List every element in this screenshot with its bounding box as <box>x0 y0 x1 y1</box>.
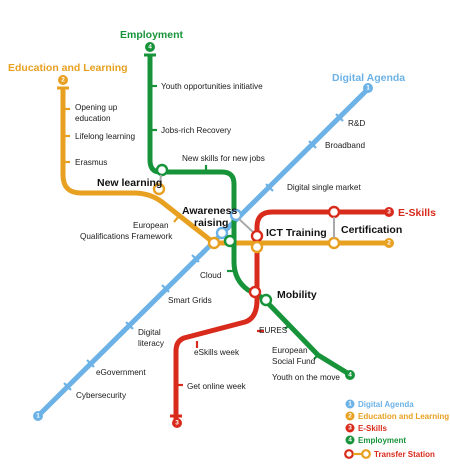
education-number-badge-right: 2 <box>384 238 394 248</box>
legend-item-education: 2 Education and Learning <box>345 411 449 421</box>
digital-number-badge-bottom: 1 <box>33 411 43 421</box>
station-digital-single-market: Digital single market <box>287 183 361 192</box>
employment-line <box>147 55 351 377</box>
svg-text:3: 3 <box>175 420 179 427</box>
station-cybersecurity: Cybersecurity <box>76 391 127 400</box>
station-social-fund-line1: European <box>272 346 308 355</box>
svg-text:1: 1 <box>366 85 370 92</box>
svg-text:3: 3 <box>348 425 352 432</box>
station-lifelong-learning: Lifelong learning <box>75 132 136 141</box>
station-awareness-line1: Awareness <box>182 205 237 217</box>
svg-text:Education and Learning: Education and Learning <box>358 412 449 421</box>
station-youth-opportunities: Youth opportunities initiative <box>161 82 263 91</box>
station-rd: R&D <box>348 119 365 128</box>
station-opening-up-line2: education <box>75 114 111 123</box>
legend-item-transfer-station: Transfer Station <box>344 449 435 459</box>
svg-text:Transfer Station: Transfer Station <box>374 450 435 459</box>
legend: 1 Digital Agenda 2 Education and Learnin… <box>344 399 449 459</box>
eskills-number-badge-right: 3 <box>384 207 394 217</box>
station-erasmus: Erasmus <box>75 158 107 167</box>
station-new-learning: New learning <box>97 177 162 189</box>
eskills-line <box>173 209 386 420</box>
eskills-ticks <box>176 329 264 387</box>
station-digital-literacy-line1: Digital <box>138 328 161 337</box>
eskills-number-badge-bottom: 3 <box>172 418 182 428</box>
employment-title: Employment <box>120 29 184 41</box>
svg-text:2: 2 <box>348 413 352 420</box>
station-new-skills: New skills for new jobs <box>182 154 265 163</box>
transfer-station-mobility <box>248 285 273 307</box>
svg-text:1: 1 <box>348 401 352 408</box>
transfer-station-awareness-raising <box>207 208 254 250</box>
station-smart-grids: Smart Grids <box>168 296 212 305</box>
digital-agenda-title: Digital Agenda <box>332 72 405 84</box>
station-opening-up-line1: Opening up <box>75 103 118 112</box>
station-certification: Certification <box>341 224 402 236</box>
legend-item-digital: 1 Digital Agenda <box>345 399 414 409</box>
svg-text:E-Skills: E-Skills <box>358 424 387 433</box>
svg-text:2: 2 <box>387 240 391 247</box>
station-eures: EURES <box>259 326 288 335</box>
station-eqf-line1: European <box>133 221 169 230</box>
digital-number-badge-top: 1 <box>363 83 373 93</box>
education-number-badge-top: 2 <box>58 75 68 85</box>
svg-text:3: 3 <box>387 209 391 216</box>
education-line <box>60 88 388 246</box>
station-eskills-week: eSkills week <box>194 348 240 357</box>
station-ict-training: ICT Training <box>266 227 327 239</box>
employment-ticks <box>150 84 320 360</box>
svg-text:4: 4 <box>148 44 152 51</box>
transfer-station-ict-training <box>250 229 264 254</box>
transfer-station-certification <box>327 205 341 250</box>
station-eqf-line2: Qualifications Framework <box>80 232 173 241</box>
station-broadband: Broadband <box>325 141 366 150</box>
legend-item-eskills: 3 E-Skills <box>345 423 387 433</box>
svg-text:4: 4 <box>348 437 352 444</box>
education-ticks <box>63 107 180 223</box>
transfer-station-new-learning <box>152 163 169 196</box>
station-get-online-week: Get online week <box>187 382 247 391</box>
svg-text:Employment: Employment <box>358 436 406 445</box>
station-digital-literacy-line2: literacy <box>138 339 165 348</box>
digital-agenda-ticks <box>63 113 344 391</box>
station-jobs-rich-recovery: Jobs-rich Recovery <box>161 126 232 135</box>
eskills-title: E-Skills <box>398 207 436 219</box>
svg-text:4: 4 <box>348 372 352 379</box>
station-mobility: Mobility <box>277 289 317 301</box>
station-awareness-line2: raising <box>194 217 228 229</box>
legend-item-employment: 4 Employment <box>345 435 406 445</box>
employment-number-badge: 4 <box>145 42 155 52</box>
svg-text:Digital Agenda: Digital Agenda <box>358 400 414 409</box>
employment-number-badge-bottom: 4 <box>345 370 355 380</box>
svg-text:1: 1 <box>36 413 40 420</box>
station-social-fund-line2: Social Fund <box>272 357 316 366</box>
station-youth-on-the-move: Youth on the move <box>272 373 340 382</box>
station-egovernment: eGovernment <box>96 368 146 377</box>
svg-text:2: 2 <box>61 77 65 84</box>
education-title: Education and Learning <box>8 62 128 74</box>
station-cloud: Cloud <box>200 271 222 280</box>
